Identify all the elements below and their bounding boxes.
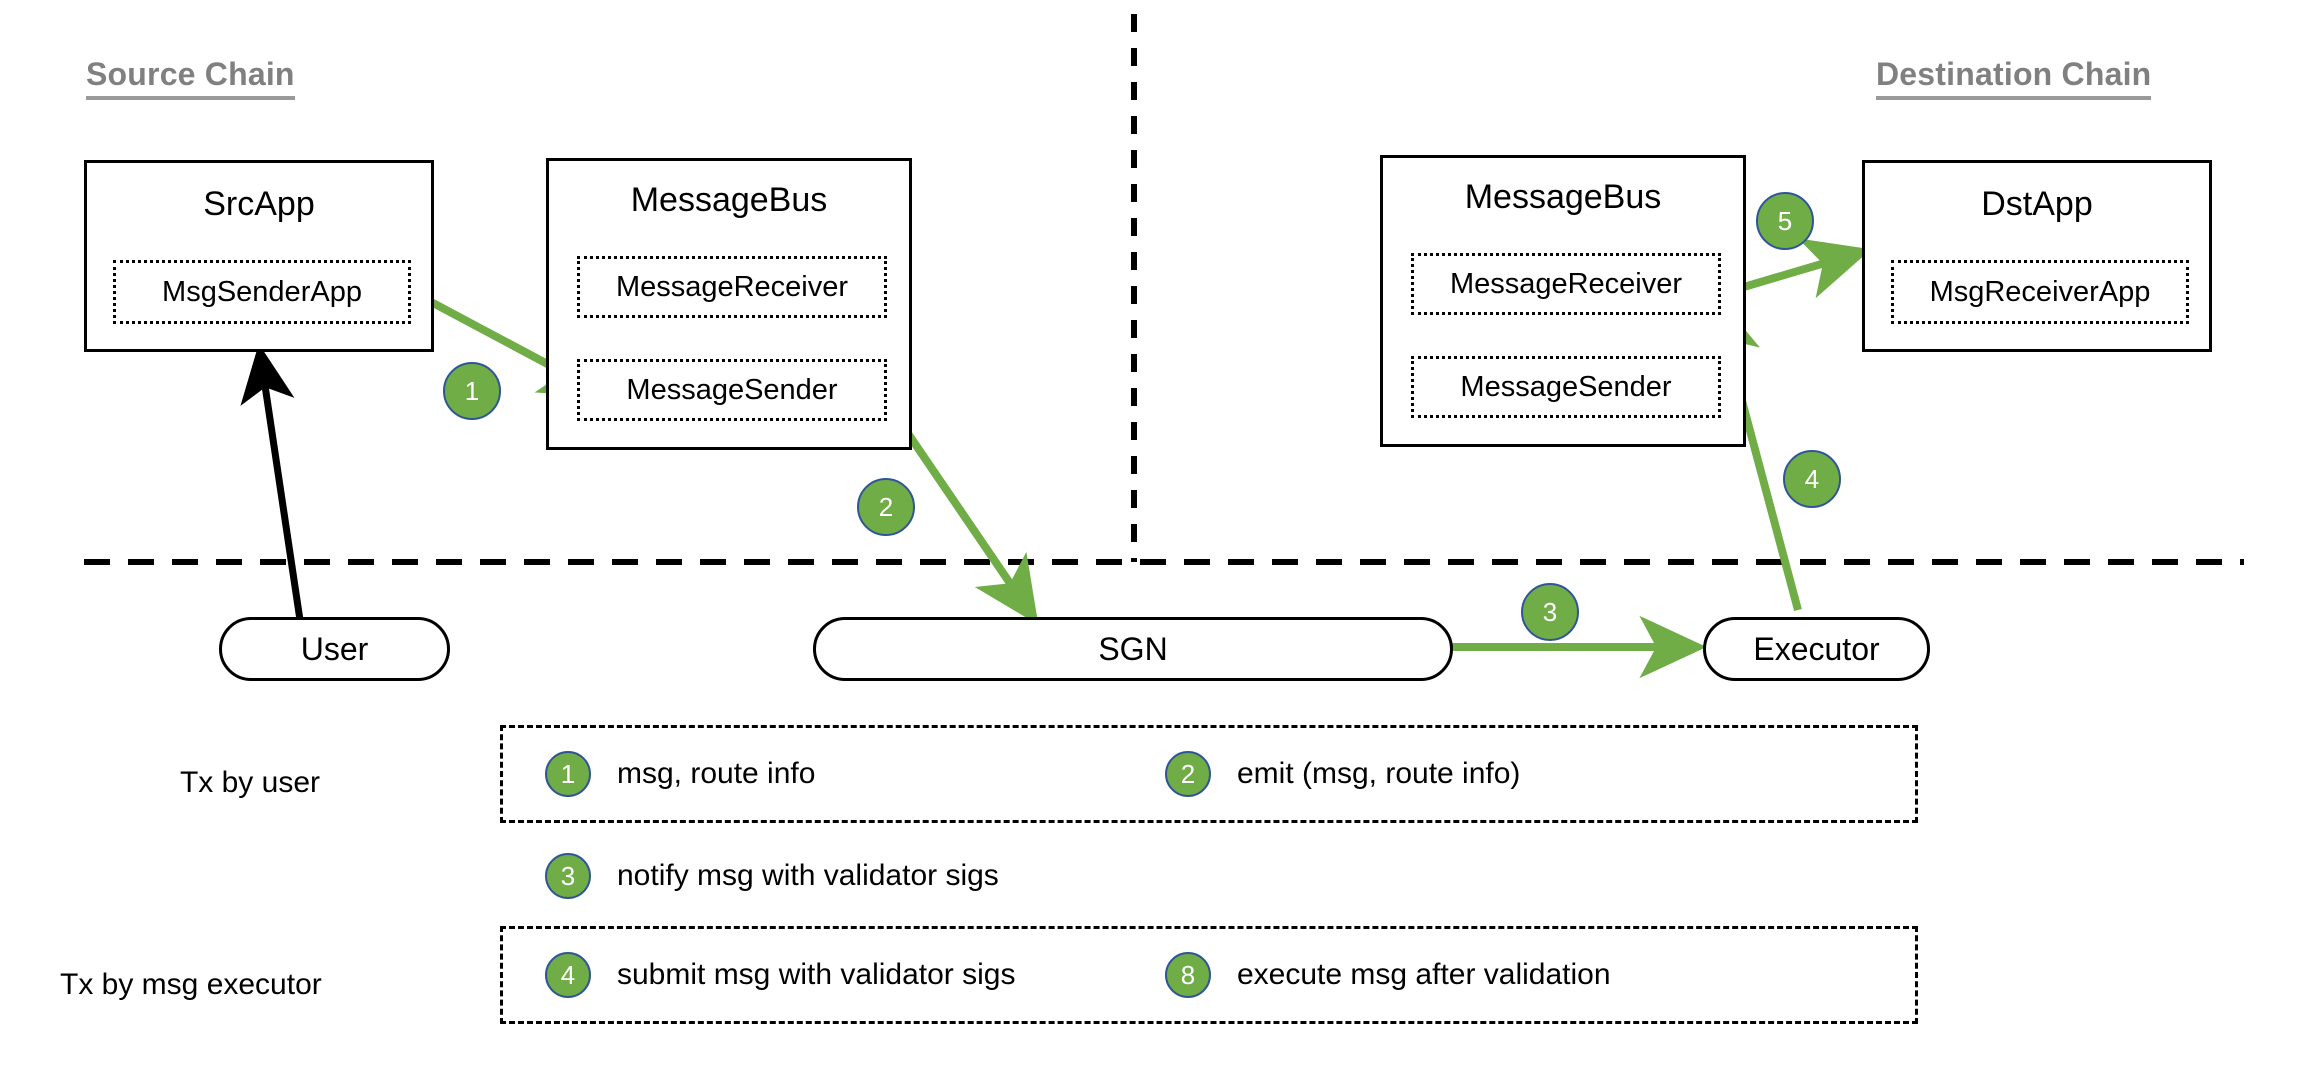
legend-text-4: submit msg with validator sigs — [617, 958, 1016, 991]
source-messagesender-label: MessageSender — [626, 373, 838, 406]
msgreceiverapp-label: MsgReceiverApp — [1929, 275, 2151, 308]
sgn-node[interactable]: SGN — [813, 617, 1453, 681]
flow-badge-1: 1 — [443, 362, 501, 420]
legend-badge-4-label: 4 — [560, 960, 576, 990]
source-messagereceiver-label: MessageReceiver — [615, 270, 849, 303]
legend-label-tx-by-user: Tx by user — [179, 766, 320, 799]
legend-text-8: execute msg after validation — [1237, 958, 1611, 991]
flow-badge-5: 5 — [1756, 192, 1814, 250]
legend-badge-1-label: 1 — [560, 759, 576, 789]
destination-chain-title: Destination Chain — [1876, 56, 2152, 100]
user-label: User — [300, 630, 369, 667]
legend-badge-3-label: 3 — [560, 861, 576, 891]
legend-text-2: emit (msg, route info) — [1237, 757, 1521, 790]
flow-badge-4: 4 — [1783, 450, 1841, 508]
flow-badge-5-label: 5 — [1777, 206, 1793, 236]
sgn-label: SGN — [1098, 630, 1168, 667]
destination-messagesender-box[interactable]: MessageSender — [1411, 356, 1721, 418]
destination-messagebus-title: MessageBus — [1464, 178, 1662, 216]
destination-messagereceiver-label: MessageReceiver — [1449, 267, 1683, 300]
flow-badge-3-label: 3 — [1542, 597, 1558, 627]
source-chain-title: Source Chain — [86, 56, 295, 100]
legend-badge-2: 2 — [1165, 751, 1211, 797]
legend-item-4: 4 submit msg with validator sigs — [545, 952, 1015, 998]
executor-label: Executor — [1753, 630, 1880, 667]
flow-badge-3: 3 — [1521, 583, 1579, 641]
msgreceiverapp-box[interactable]: MsgReceiverApp — [1891, 260, 2189, 324]
flow-badge-2-label: 2 — [878, 492, 894, 522]
legend-row-2-box — [500, 926, 1918, 1024]
legend-badge-4: 4 — [545, 952, 591, 998]
legend-text-1: msg, route info — [617, 757, 816, 790]
legend-item-3: 3 notify msg with validator sigs — [545, 853, 999, 899]
flow-badge-2: 2 — [857, 478, 915, 536]
legend-label-tx-by-msg-executor: Tx by msg executor — [60, 968, 322, 1001]
destination-messagesender-label: MessageSender — [1460, 370, 1672, 403]
legend-text-3: notify msg with validator sigs — [617, 859, 999, 892]
legend-item-1: 1 msg, route info — [545, 751, 815, 797]
source-messagereceiver-box[interactable]: MessageReceiver — [577, 256, 887, 318]
source-messagebus-box[interactable]: MessageBus MessageReceiver MessageSender — [546, 158, 912, 450]
legend-badge-2-label: 2 — [1180, 759, 1196, 789]
legend-row-1-box — [500, 725, 1918, 823]
legend-badge-1: 1 — [545, 751, 591, 797]
arrow-user-to-srcapp — [240, 343, 304, 621]
dstapp-box[interactable]: DstApp MsgReceiverApp — [1862, 160, 2212, 352]
source-messagesender-box[interactable]: MessageSender — [577, 359, 887, 421]
user-node[interactable]: User — [219, 617, 450, 681]
legend-badge-8-label: 8 — [1180, 960, 1196, 990]
legend-item-2: 2 emit (msg, route info) — [1165, 751, 1520, 797]
srcapp-title: SrcApp — [203, 185, 315, 223]
source-messagebus-title: MessageBus — [630, 181, 828, 219]
dstapp-title: DstApp — [1981, 185, 2093, 223]
flow-badge-4-label: 4 — [1804, 464, 1820, 494]
legend-badge-3: 3 — [545, 853, 591, 899]
msgsenderapp-box[interactable]: MsgSenderApp — [113, 260, 411, 324]
flow-badge-1-label: 1 — [464, 376, 480, 406]
destination-messagebus-box[interactable]: MessageBus MessageReceiver MessageSender — [1380, 155, 1746, 447]
destination-messagereceiver-box[interactable]: MessageReceiver — [1411, 253, 1721, 315]
srcapp-box[interactable]: SrcApp MsgSenderApp — [84, 160, 434, 352]
msgsenderapp-label: MsgSenderApp — [162, 275, 362, 308]
legend-badge-8: 8 — [1165, 952, 1211, 998]
legend-item-8: 8 execute msg after validation — [1165, 952, 1611, 998]
executor-node[interactable]: Executor — [1703, 617, 1930, 681]
